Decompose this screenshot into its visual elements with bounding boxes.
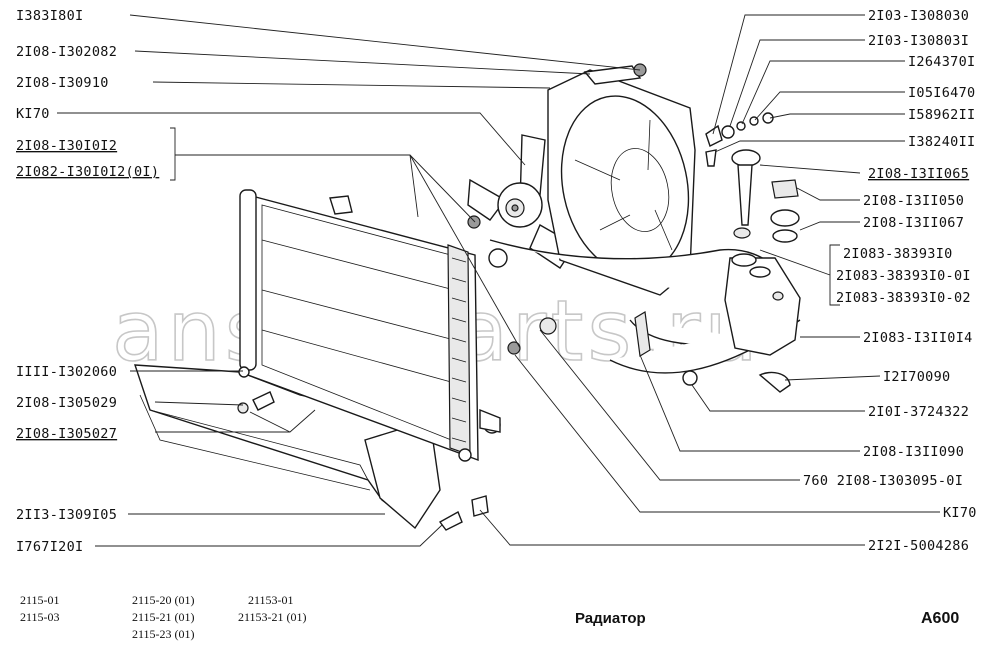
label-k170-right: KI70	[943, 505, 977, 521]
label-2113-1309105: 2II3-I309I05	[16, 507, 117, 523]
leader-lines	[57, 14, 940, 547]
model-2115-21: 2115-21 (01)	[132, 610, 195, 624]
label-2103-1308030: 2I03-I308030	[868, 8, 969, 24]
label-2108-1305029: 2I08-I305029	[16, 395, 117, 411]
label-2108-1309010: 2I08-I30910	[16, 75, 109, 91]
label-21083-1311014: 2I083-I3II0I4	[863, 330, 973, 346]
label-2108-1311050: 2I08-I3II050	[863, 193, 964, 209]
label-2108-1311067: 2I08-I3II067	[863, 215, 964, 231]
labels-right: 2I03-I308030 2I03-I30803I I264370I I05I6…	[803, 8, 977, 554]
mounting-bolts	[237, 391, 489, 531]
label-21083-3839310: 2I083-38393I0	[843, 246, 953, 262]
label-2108-1301012: 2I08-I30I0I2	[16, 138, 117, 154]
model-2115-03: 2115-03	[20, 610, 60, 624]
label-2108-1311090: 2I08-I3II090	[863, 444, 964, 460]
page-code: A600	[921, 610, 959, 627]
label-13824011: I38240II	[908, 134, 975, 150]
label-2121-5004286: 2I2I-5004286	[868, 538, 969, 554]
label-760-2108-1303095-01: 760 2I08-I303095-0I	[803, 473, 963, 489]
model-21153-01: 21153-01	[248, 593, 294, 607]
label-1111-1302060: IIII-I302060	[16, 364, 117, 380]
label-2108-1311065: 2I08-I3II065	[868, 166, 969, 182]
label-k170-left: KI70	[16, 106, 50, 122]
model-2115-01: 2115-01	[20, 593, 60, 607]
label-12170090: I2I70090	[883, 369, 950, 385]
label-12643701: I264370I	[908, 54, 975, 70]
label-2101-3724322: 2I0I-3724322	[868, 404, 969, 420]
label-2103-1308031: 2I03-I30803I	[868, 33, 969, 49]
model-2115-23: 2115-23 (01)	[132, 627, 195, 641]
expansion-tank	[724, 253, 801, 393]
label-2108-1302082: 2I08-I302082	[16, 44, 117, 60]
sensor-and-cap	[682, 112, 800, 386]
footer: 2115-01 2115-03 2115-20 (01) 2115-21 (01…	[20, 593, 959, 641]
diagram-title: Радиатор	[575, 610, 646, 627]
label-2108-1305027: 2I08-I305027	[16, 426, 117, 442]
model-21153-21: 21153-21 (01)	[238, 610, 307, 624]
label-21083-3839310-01: 2I083-38393I0-0I	[836, 268, 971, 284]
radiator-core	[238, 189, 521, 462]
label-1767120: I767I20I	[16, 539, 83, 555]
parts-drawing	[134, 63, 801, 531]
label-15896211: I58962II	[908, 107, 975, 123]
model-2115-20: 2115-20 (01)	[132, 593, 195, 607]
labels-left: I383I80I 2I08-I302082 2I08-I30910 KI70 2…	[16, 8, 159, 555]
label-10516470: I05I6470	[908, 85, 975, 101]
label-1383180: I383I80I	[16, 8, 83, 24]
label-21083-3839310-02: 2I083-38393I0-02	[836, 290, 971, 306]
fan-shroud	[547, 63, 696, 296]
label-21082-1301012: 2I082-I30I0I2(0I)	[16, 164, 159, 180]
